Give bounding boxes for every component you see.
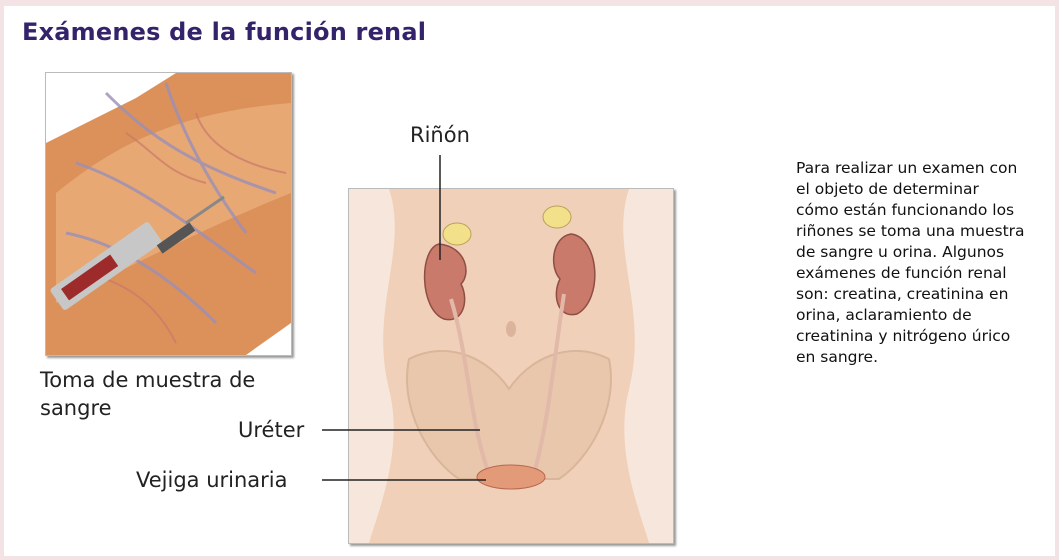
bladder-label: Vejiga urinaria [136, 467, 288, 493]
description-text: Para realizar un examen con el objeto de… [796, 158, 1026, 368]
ureter-label: Uréter [238, 417, 304, 443]
kidney-label: Riñón [410, 122, 470, 148]
